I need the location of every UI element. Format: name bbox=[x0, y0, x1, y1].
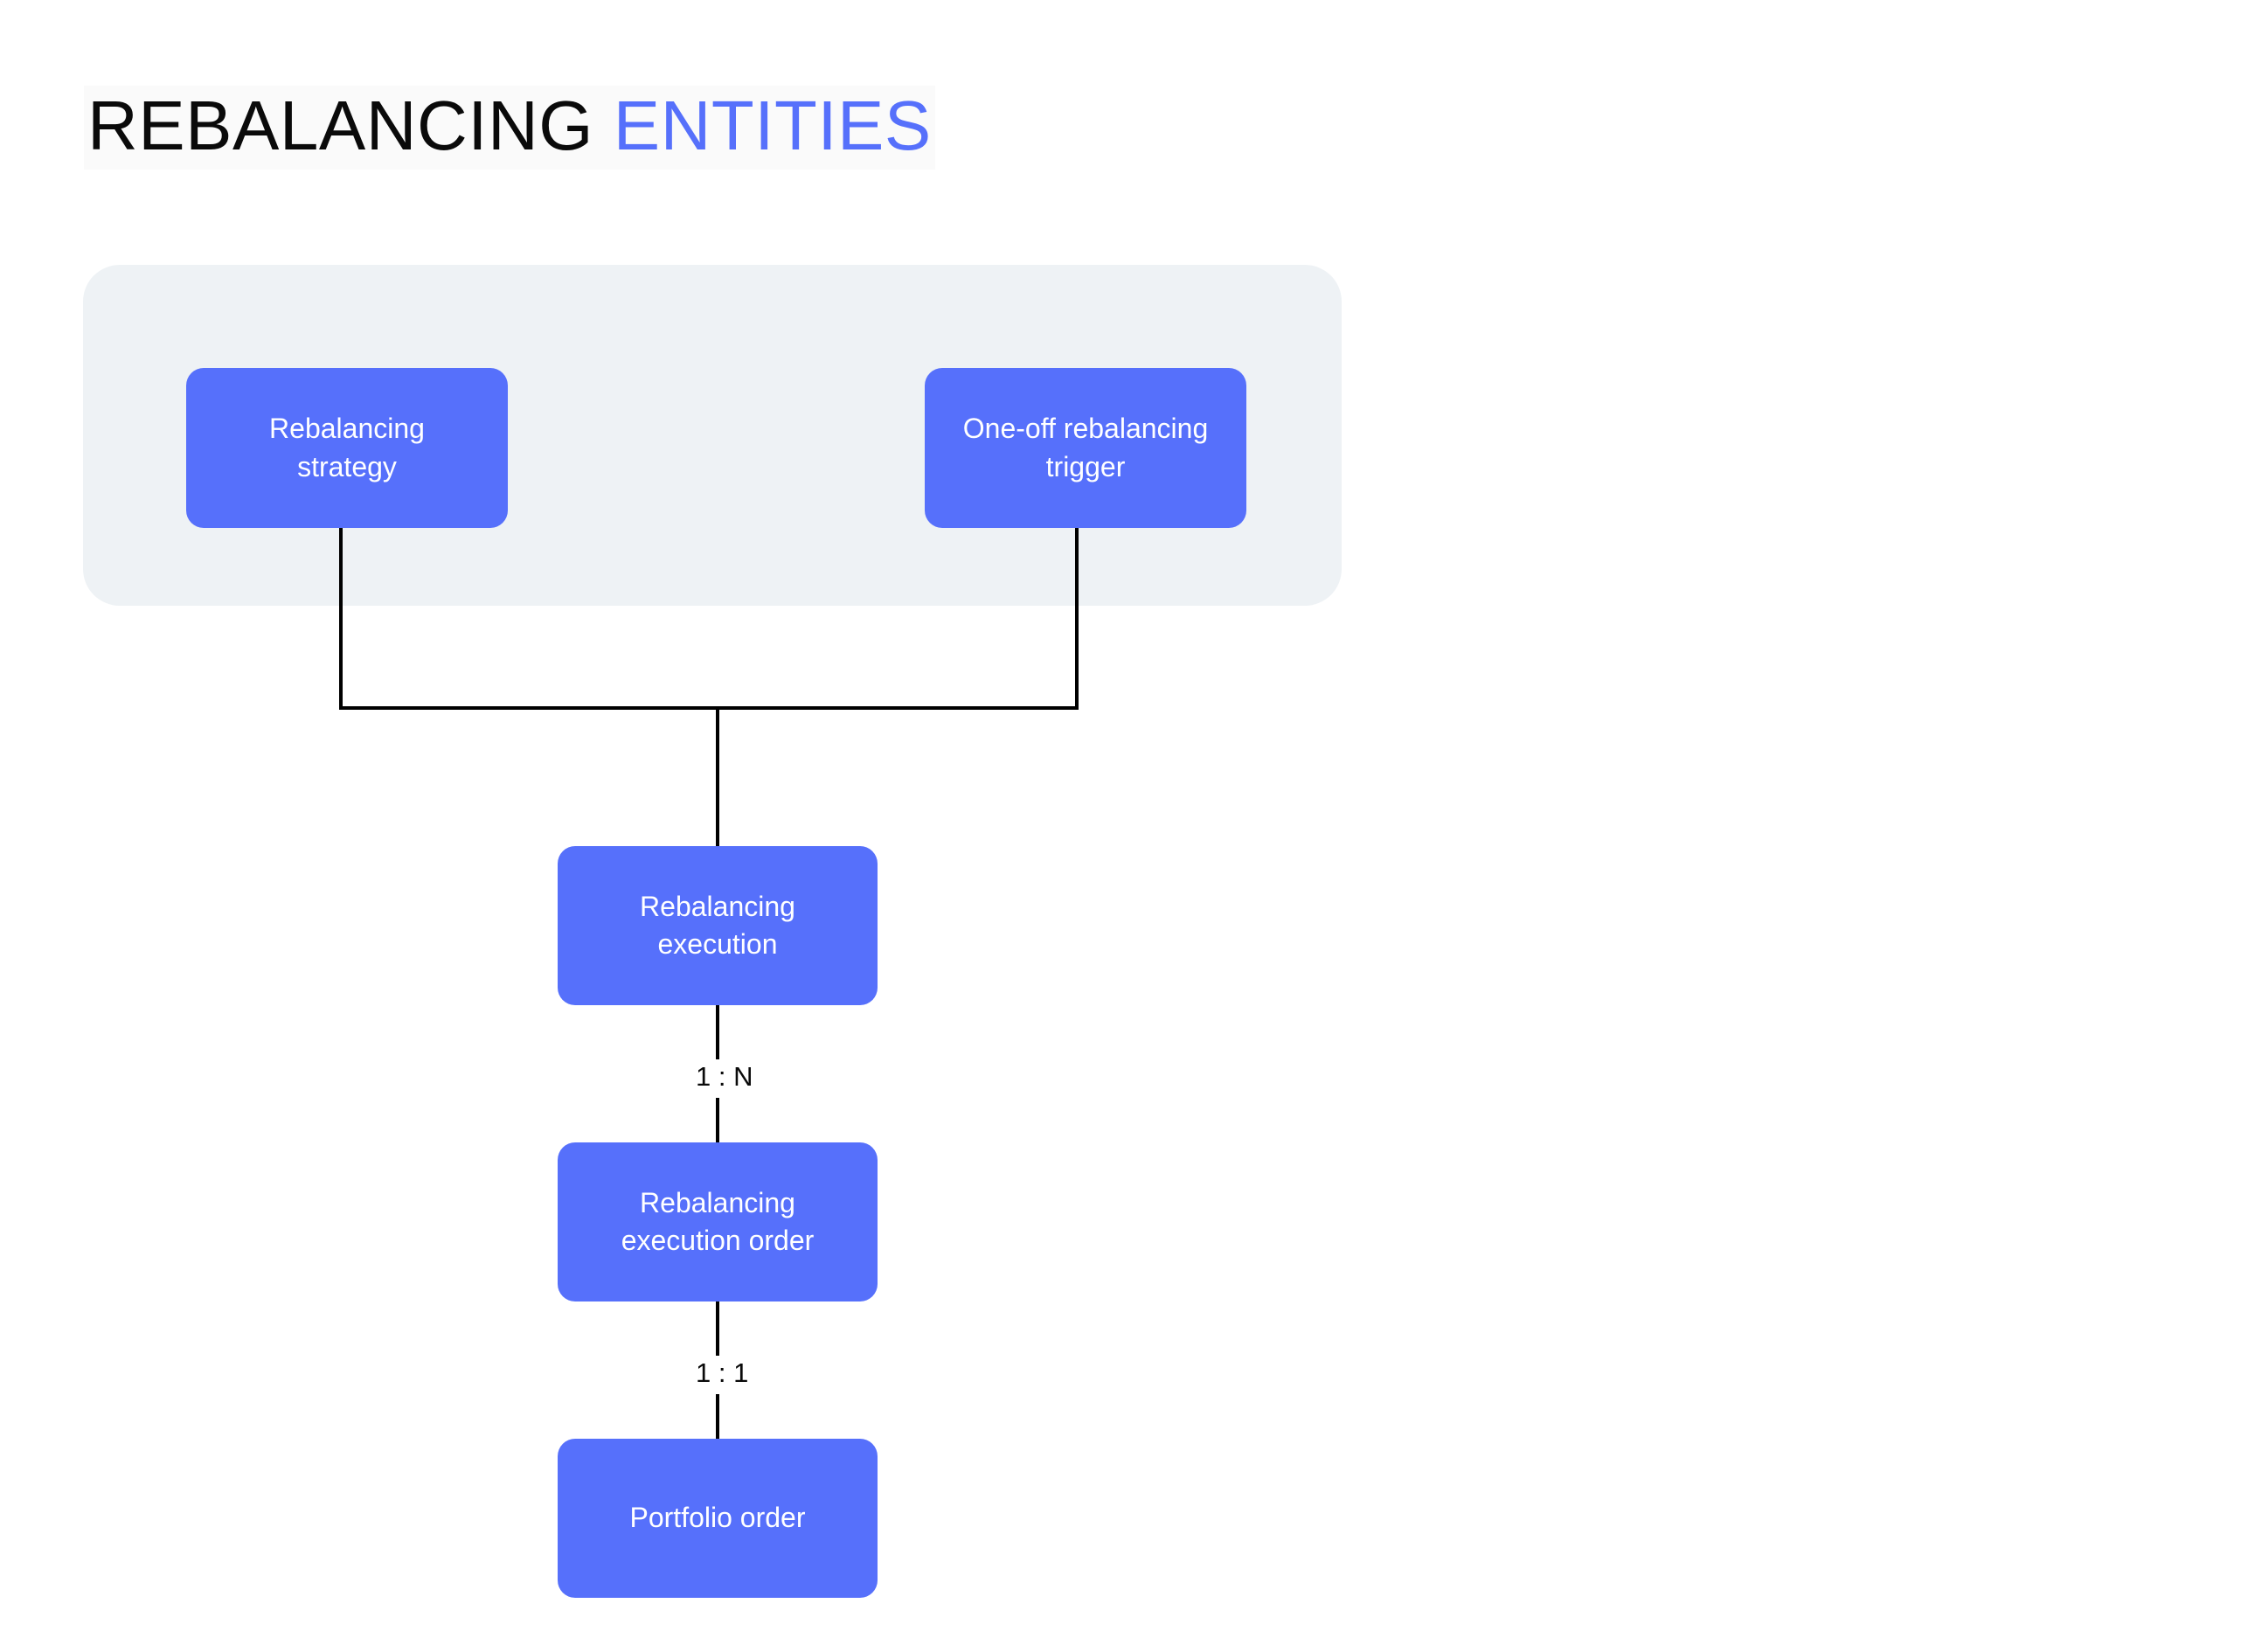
connector-strategy-down bbox=[339, 528, 343, 710]
cardinality-label-1-1: 1 : 1 bbox=[687, 1356, 758, 1390]
cardinality-label-1-n: 1 : N bbox=[687, 1059, 762, 1093]
entity-node-rebalancing-execution-order[interactable]: Rebalancing execution order bbox=[558, 1142, 878, 1301]
entity-label-line1: Rebalancing bbox=[269, 413, 425, 445]
entity-node-portfolio-order[interactable]: Portfolio order bbox=[558, 1439, 878, 1598]
connector-join-down bbox=[716, 706, 719, 850]
entity-node-rebalancing-strategy[interactable]: Rebalancing strategy bbox=[186, 368, 508, 528]
connector-join-horizontal bbox=[339, 706, 1079, 710]
page-title-primary: REBALANCING bbox=[87, 87, 593, 164]
connector-order-to-portfolio-lower bbox=[716, 1394, 719, 1442]
page-title: REBALANCING ENTITIES bbox=[84, 86, 935, 170]
page-title-accent: ENTITIES bbox=[613, 87, 932, 164]
entity-label-line2: execution order bbox=[621, 1225, 815, 1256]
entity-label-line1: Rebalancing bbox=[640, 890, 795, 922]
entity-label-line2: trigger bbox=[1045, 450, 1126, 482]
entity-label-line1: Rebalancing bbox=[640, 1186, 795, 1218]
connector-execution-to-order-upper bbox=[716, 1005, 719, 1063]
entity-label-line2: strategy bbox=[297, 450, 397, 482]
connector-order-to-portfolio-upper bbox=[716, 1301, 719, 1359]
connector-trigger-down bbox=[1075, 528, 1079, 710]
entity-node-rebalancing-execution[interactable]: Rebalancing execution bbox=[558, 846, 878, 1005]
entity-label-line1: Portfolio order bbox=[629, 1502, 806, 1534]
entity-node-one-off-rebalancing-trigger[interactable]: One-off rebalancing trigger bbox=[925, 368, 1246, 528]
entity-label-line2: execution bbox=[657, 928, 778, 960]
connector-execution-to-order-lower bbox=[716, 1098, 719, 1146]
entity-label-line1: One-off rebalancing bbox=[962, 413, 1209, 445]
